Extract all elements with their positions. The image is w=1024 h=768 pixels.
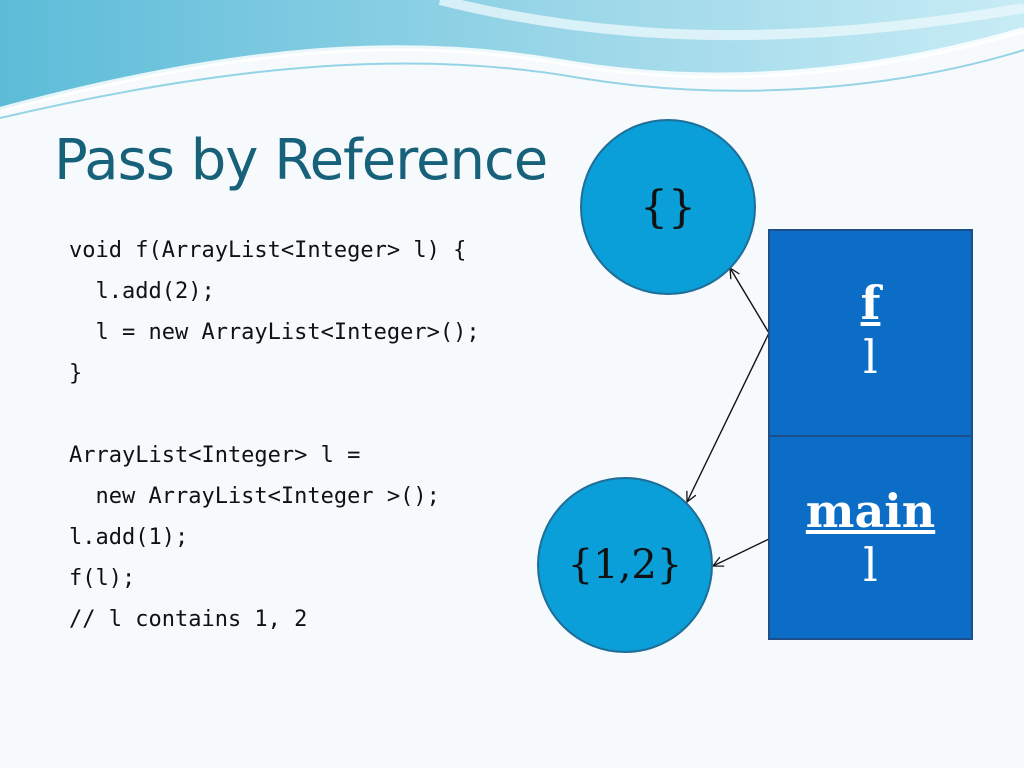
code-line: l.add(2);: [69, 279, 215, 304]
frame-variable: l: [863, 330, 878, 384]
arrow-f-to-empty-list: [730, 268, 770, 334]
arrow-f-to-list-values: [687, 332, 770, 502]
stack-frame-f: f l: [768, 229, 973, 437]
frame-variable: l: [863, 538, 878, 592]
code-line: void f(ArrayList<Integer> l) {: [69, 238, 467, 263]
list-values-label: {1,2}: [567, 542, 683, 588]
code-line: }: [69, 361, 83, 386]
code-line: l.add(1);: [69, 525, 189, 550]
empty-list-label: {}: [640, 181, 696, 233]
header-wave-decoration: [0, 0, 1024, 130]
code-block: void f(ArrayList<Integer> l) { l.add(2);…: [69, 230, 480, 640]
frame-name: main: [805, 484, 936, 538]
stack-frame-main: main l: [768, 435, 973, 640]
code-line: ArrayList<Integer> l =: [69, 443, 361, 468]
list-values-object: {1,2}: [537, 477, 713, 653]
code-line: // l contains 1, 2: [69, 607, 308, 632]
code-line: l = new ArrayList<Integer>();: [69, 320, 480, 345]
code-line: new ArrayList<Integer >();: [69, 484, 440, 509]
arrow-main-to-list-values: [713, 538, 770, 566]
empty-list-object: {}: [580, 119, 756, 295]
frame-name: f: [860, 276, 881, 330]
code-line: f(l);: [69, 566, 136, 591]
slide-title: Pass by Reference: [54, 128, 548, 193]
